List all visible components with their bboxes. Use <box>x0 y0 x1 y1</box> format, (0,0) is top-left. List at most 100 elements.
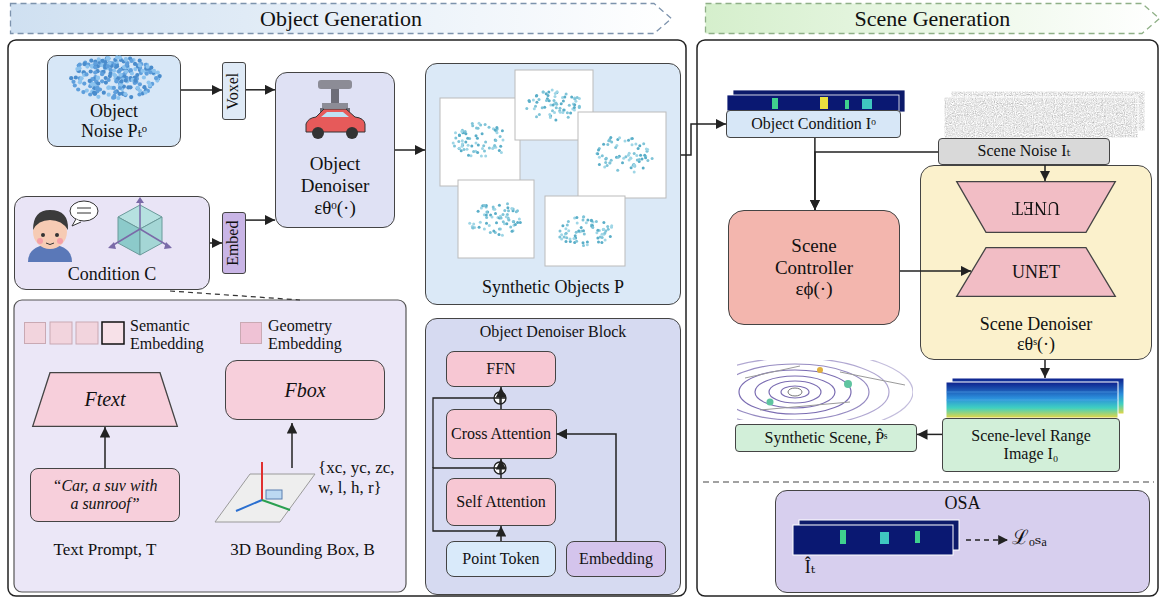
svg-circle <box>564 227 567 230</box>
svg-circle <box>491 216 494 219</box>
svg-circle <box>106 56 110 60</box>
svg-circle <box>78 62 82 66</box>
svg-circle <box>618 136 621 139</box>
svg-circle <box>37 238 43 244</box>
svg-circle <box>145 72 149 76</box>
svg-circle <box>108 74 112 78</box>
svg-circle <box>468 222 471 225</box>
svg-circle <box>74 75 78 79</box>
svg-circle <box>509 225 512 228</box>
svg-circle <box>602 228 605 231</box>
symbol-label-wrap: Îₜ <box>790 557 830 578</box>
svg-circle <box>88 79 92 83</box>
svg-circle <box>133 79 137 83</box>
svg-rect <box>331 89 339 103</box>
text-plate: Scene Noise Iₜ <box>938 138 1110 165</box>
svg-circle <box>463 148 466 151</box>
svg-rect <box>772 98 778 109</box>
svg-circle <box>638 158 641 161</box>
svg-circle <box>502 139 505 142</box>
svg-circle <box>484 123 487 126</box>
svg-circle <box>510 207 513 210</box>
svg-circle <box>511 230 514 233</box>
block-box: Object Denoiser BlockFFNCross AttentionS… <box>425 318 681 595</box>
svg-circle <box>604 161 607 164</box>
svg-ellipse <box>755 376 835 408</box>
svg-circle <box>460 130 463 133</box>
svg-circle <box>603 232 606 235</box>
svg-circle <box>481 132 484 135</box>
svg-rect <box>545 196 625 266</box>
svg-circle <box>496 131 499 134</box>
svg-circle <box>82 62 86 66</box>
svg-circle <box>142 85 146 89</box>
svg-circle <box>600 241 603 244</box>
svg-circle <box>476 151 479 154</box>
svg-circle <box>512 220 515 223</box>
object-panel <box>8 40 686 596</box>
svg-circle <box>500 217 503 220</box>
svg-circle <box>516 209 519 212</box>
svg-circle <box>576 96 579 99</box>
svg-circle <box>483 150 486 153</box>
svg-circle <box>492 230 495 233</box>
svg-circle <box>477 210 480 213</box>
svg-circle <box>542 91 545 94</box>
svg-circle <box>89 59 93 63</box>
svg-circle <box>452 141 455 144</box>
svg-path <box>494 462 506 474</box>
node-label: Scene Denoiser εθˢ(·) <box>966 314 1106 355</box>
svg-path <box>321 112 349 117</box>
svg-circle <box>108 61 112 65</box>
svg-line <box>291 423 293 468</box>
condition-detail-panel <box>14 300 406 592</box>
svg-circle <box>630 166 633 169</box>
svg-circle <box>152 69 156 73</box>
svg-polygon <box>957 182 1116 233</box>
svg-circle <box>646 159 649 162</box>
svg-circle <box>629 156 632 159</box>
dashed-leader <box>170 291 300 300</box>
svg-circle <box>483 204 486 207</box>
node-label: Scene Controller εϕ(·) <box>759 235 869 301</box>
node-label: Fbox <box>284 379 325 402</box>
svg-circle <box>480 206 483 209</box>
ffn-box: FFN <box>446 351 556 387</box>
svg-circle <box>548 113 551 116</box>
svg-circle <box>635 154 638 157</box>
svg-circle <box>580 226 583 229</box>
svg-circle <box>577 230 580 233</box>
svg-circle <box>601 154 604 157</box>
svg-circle <box>484 155 487 158</box>
svg-circle <box>535 115 538 118</box>
svg-rect <box>793 525 953 555</box>
svg-circle <box>548 99 551 102</box>
svg-circle <box>514 223 517 226</box>
svg-circle <box>601 233 604 236</box>
svg-circle <box>124 57 128 61</box>
node-label: Cross Attention <box>451 425 551 443</box>
svg-circle <box>573 103 576 106</box>
svg-rect <box>318 80 352 89</box>
svg-circle <box>471 226 474 229</box>
token-box: Point Token <box>446 541 556 577</box>
node-label: Condition C <box>68 264 157 285</box>
svg-circle <box>477 127 480 130</box>
svg-rect <box>820 97 828 109</box>
noise-image <box>944 91 1145 138</box>
svg-circle <box>485 214 488 217</box>
svg-circle <box>113 74 117 78</box>
svg-circle <box>596 152 599 155</box>
svg-circle <box>346 127 358 139</box>
svg-circle <box>115 55 119 59</box>
svg-circle <box>621 161 624 164</box>
svg-ellipse <box>737 364 869 420</box>
svg-circle <box>93 71 97 75</box>
svg-circle <box>81 90 85 94</box>
svg-circle <box>483 228 486 231</box>
legend-item: Semantic Embedding <box>130 317 216 354</box>
svg-circle <box>607 139 610 142</box>
svg-circle <box>84 72 88 76</box>
node-label: FFN <box>486 360 515 378</box>
svg-polygon <box>33 373 178 427</box>
